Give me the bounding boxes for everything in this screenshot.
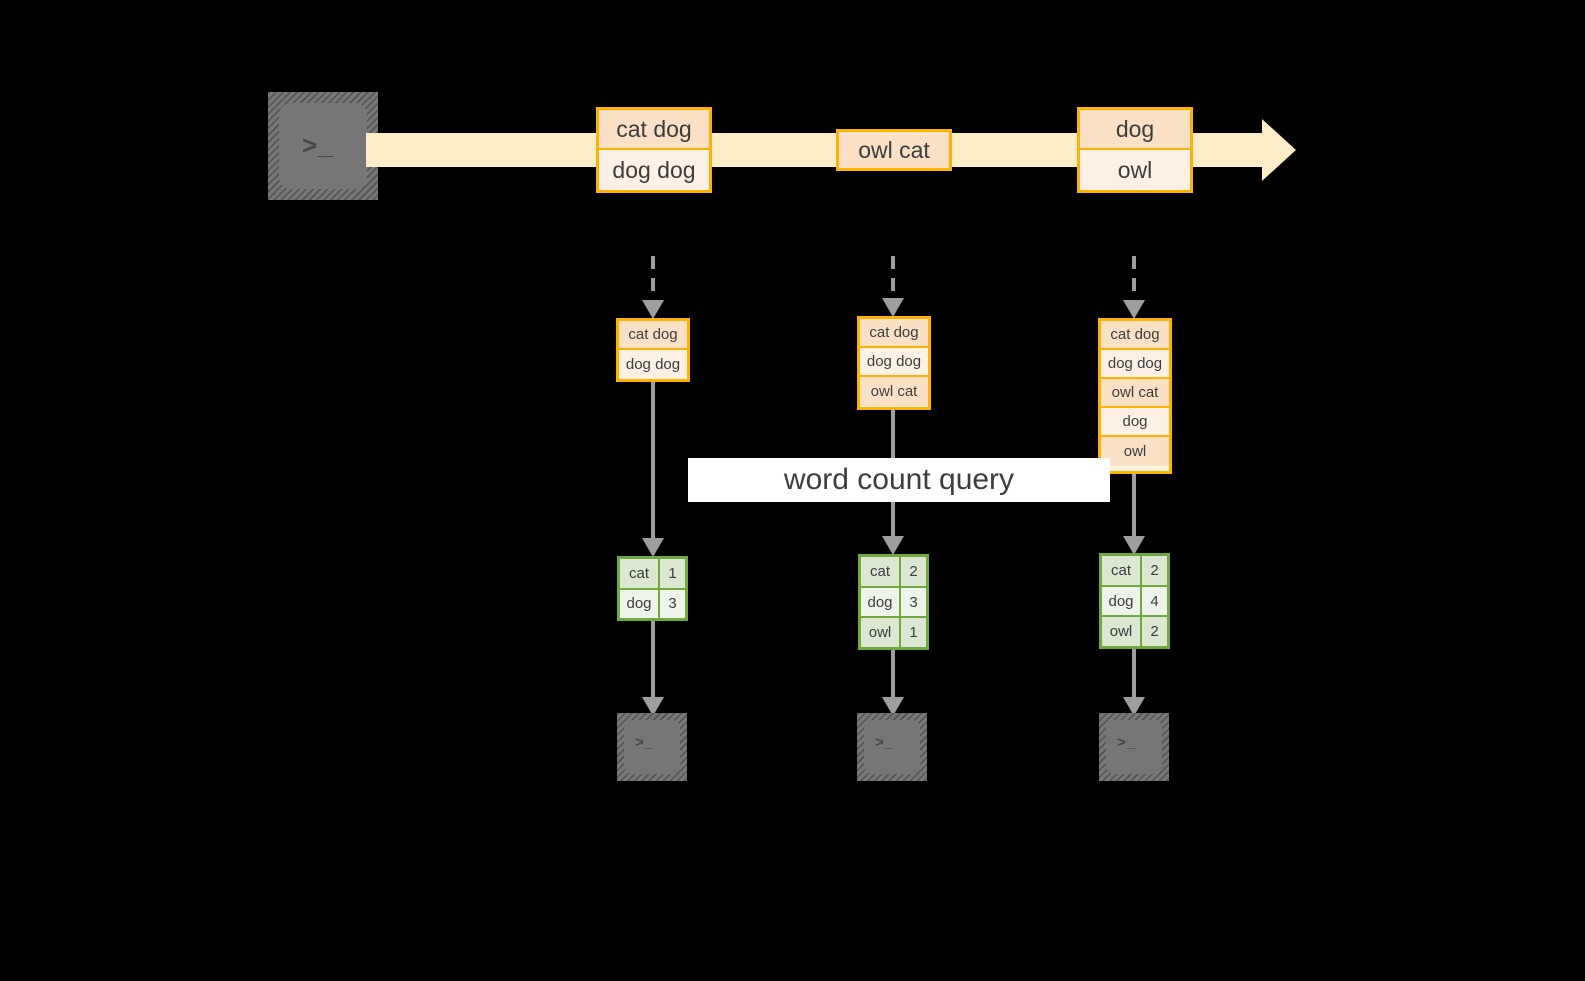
snapshot-1-sink-arrowhead (642, 697, 664, 716)
snapshot-trigger-arrowhead (642, 300, 664, 319)
snapshot-3-query-arrowhead (1123, 536, 1145, 555)
snapshot-1-query-arrowhead (642, 538, 664, 557)
snapshot-trigger-line (651, 256, 655, 302)
stream-record: owl cat (836, 129, 952, 171)
snapshot-2-sink-line (891, 650, 895, 700)
snapshot-record-line: owl (1101, 437, 1169, 466)
snapshot-3-sink-terminal-icon: >_ (1099, 713, 1169, 781)
source-terminal-screen (279, 103, 367, 189)
stream-record-line: cat dog (599, 110, 709, 150)
table-row: dog 4 (1102, 586, 1167, 618)
table-row: dog 3 (620, 589, 685, 618)
snapshot-trigger-line (891, 256, 895, 300)
snapshot-1-query-line (651, 382, 655, 540)
result-word: cat (1102, 556, 1142, 585)
table-row: cat 1 (620, 559, 685, 590)
snapshot-record-line: cat dog (1101, 321, 1169, 350)
table-row: cat 2 (861, 557, 926, 588)
snapshot-trigger-line (1132, 256, 1136, 302)
result-word: dog (861, 587, 901, 617)
snapshot-3-query-line (1132, 474, 1136, 538)
snapshot-trigger-arrowhead (882, 298, 904, 317)
stream-record: dog owl (1077, 107, 1193, 193)
snapshot-1-records: cat dog dog dog (616, 318, 690, 382)
result-count: 2 (1142, 617, 1167, 647)
sink-terminal-prompt: >_ (875, 734, 895, 751)
sink-terminal-screen (624, 720, 680, 774)
sink-terminal-screen (1106, 720, 1162, 774)
stream-arrowhead (1262, 119, 1296, 181)
query-label: word count query (688, 458, 1110, 502)
result-word: dog (620, 589, 660, 618)
result-count: 1 (901, 618, 926, 648)
snapshot-2-result-table: cat 2 dog 3 owl 1 (858, 554, 929, 650)
snapshot-record-line: dog dog (860, 348, 928, 377)
snapshot-2-records: cat dog dog dog owl cat (857, 316, 931, 410)
sink-terminal-prompt: >_ (635, 734, 655, 751)
stream-record-line: owl cat (839, 132, 949, 168)
snapshot-record-line: owl cat (1101, 379, 1169, 408)
snapshot-record-line: dog dog (619, 350, 687, 379)
stream-record: cat dog dog dog (596, 107, 712, 193)
snapshot-1-result-table: cat 1 dog 3 (617, 556, 688, 621)
table-row: dog 3 (861, 587, 926, 619)
table-row: cat 2 (1102, 556, 1167, 587)
snapshot-3-result-table: cat 2 dog 4 owl 2 (1099, 553, 1170, 649)
snapshot-2-query-arrowhead (882, 536, 904, 555)
snapshot-record-line: dog (1101, 408, 1169, 437)
stream-record-line: owl (1080, 150, 1190, 190)
result-count: 2 (901, 557, 926, 586)
snapshot-trigger-arrowhead (1123, 300, 1145, 319)
snapshot-3-records: cat dog dog dog owl cat dog owl (1098, 318, 1172, 474)
snapshot-2-sink-arrowhead (882, 697, 904, 716)
snapshot-1-sink-line (651, 621, 655, 699)
sink-terminal-prompt: >_ (1117, 734, 1137, 751)
result-word: dog (1102, 586, 1142, 616)
result-word: owl (861, 618, 901, 648)
result-count: 1 (660, 559, 685, 588)
snapshot-2-sink-terminal-icon: >_ (857, 713, 927, 781)
snapshot-record-line: dog dog (1101, 350, 1169, 379)
result-word: owl (1102, 617, 1142, 647)
table-row: owl 1 (861, 618, 926, 648)
result-count: 3 (901, 587, 926, 617)
result-word: cat (620, 559, 660, 588)
stream-record-line: dog (1080, 110, 1190, 150)
result-count: 4 (1142, 586, 1167, 616)
snapshot-record-line: owl cat (860, 377, 928, 406)
result-count: 3 (660, 589, 685, 618)
source-terminal-icon: >_ (268, 92, 378, 200)
table-row: owl 2 (1102, 617, 1167, 647)
snapshot-1-sink-terminal-icon: >_ (617, 713, 687, 781)
snapshot-record-line: cat dog (619, 321, 687, 350)
snapshot-3-sink-arrowhead (1123, 697, 1145, 716)
sink-terminal-screen (864, 720, 920, 774)
stream-record-line: dog dog (599, 150, 709, 190)
result-word: cat (861, 557, 901, 586)
result-count: 2 (1142, 556, 1167, 585)
snapshot-record-line: cat dog (860, 319, 928, 348)
snapshot-3-sink-line (1132, 649, 1136, 700)
source-terminal-prompt: >_ (302, 130, 334, 160)
